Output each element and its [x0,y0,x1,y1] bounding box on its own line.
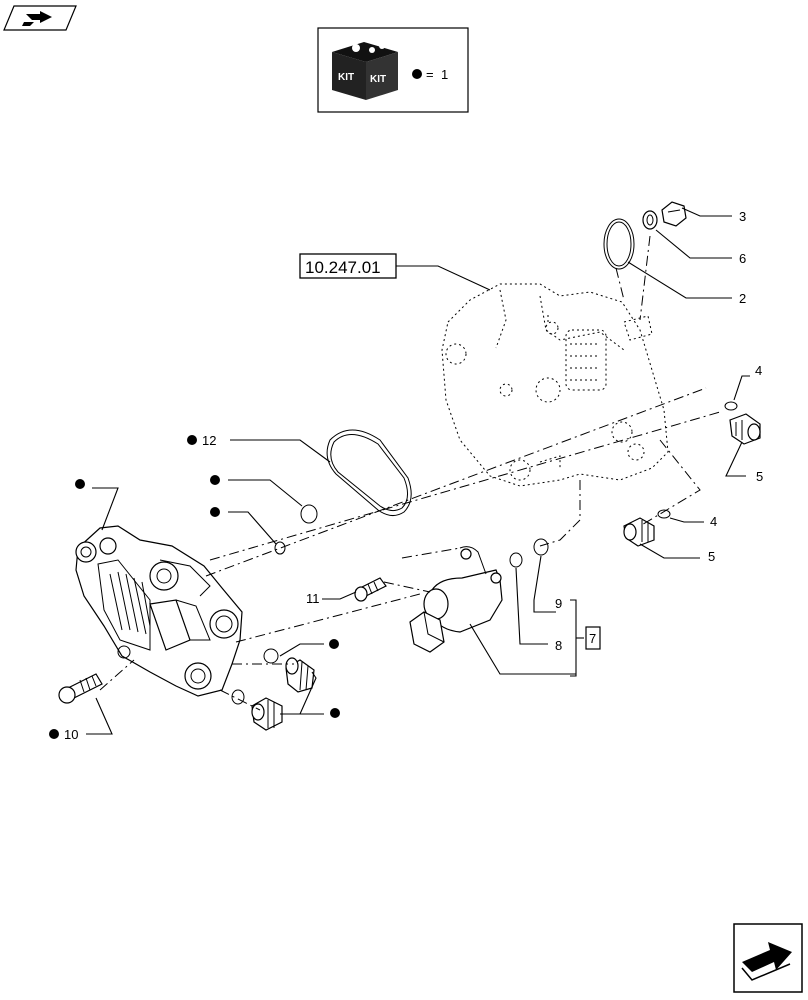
callout-7: 7 [589,631,596,646]
o-ring-large-inner [606,221,632,267]
washer [642,210,658,230]
small-o-ring-lower [657,509,671,519]
kit-bullet-icon [412,69,422,79]
pump-body [441,283,669,487]
callout-4-lower: 4 [710,514,717,529]
small-o-ring-right [724,401,738,411]
kit-bullet-icon [210,475,220,485]
o-ring-small [274,541,286,555]
callout-12: 12 [202,433,216,448]
callout-9: 9 [555,596,562,611]
kit-bullet-icon [329,639,339,649]
callout-8: 8 [555,638,562,653]
kit-number: 1 [441,67,448,82]
callout-5-top: 5 [756,469,763,484]
callout-3: 3 [739,209,746,224]
cap-nut [661,201,687,227]
kit-equals: = [426,67,434,82]
bolt-long [58,673,103,704]
callout-4-top: 4 [755,363,762,378]
next-page-arrow-icon[interactable] [733,923,803,993]
regulator-housing [75,525,243,697]
kit-bullet-icon [187,435,197,445]
o-ring-mid [300,504,318,524]
o-ring-left-b [231,689,245,705]
callout-10: 10 [64,727,78,742]
kit-bullet-icon [210,507,220,517]
callout-11: 11 [306,591,320,606]
fitting-left-a [285,657,315,693]
kit-bullet-icon [49,729,59,739]
kit-text-left: KIT [338,72,354,83]
screw-small [354,577,387,602]
kit-box-icon: KIT KIT [332,42,398,100]
kit-bullet-icon [75,479,85,489]
callout-2: 2 [739,291,746,306]
reference-box[interactable] [299,253,397,279]
callout-5-lower: 5 [708,549,715,564]
fitting-right [729,413,761,445]
solenoid-valve [409,546,503,653]
fitting-lower [623,517,655,547]
gasket-large [326,429,412,516]
kit-bullet-icon [330,708,340,718]
o-ring-large [603,218,635,270]
washer-hole [646,214,654,226]
kit-text-right: KIT [370,74,386,85]
gasket-large-inner [330,434,408,512]
fitting-left-b [251,697,283,731]
o-ring-8 [509,552,523,568]
previous-page-arrow-icon[interactable] [3,5,77,31]
reference-box-label[interactable]: 10.247.01 [305,258,381,277]
o-ring-left-a [263,648,279,664]
callout-7-box [585,626,601,650]
kit-legend: KIT KIT = 1 [317,27,469,113]
callout-6: 6 [739,251,746,266]
o-ring-9 [533,538,549,556]
